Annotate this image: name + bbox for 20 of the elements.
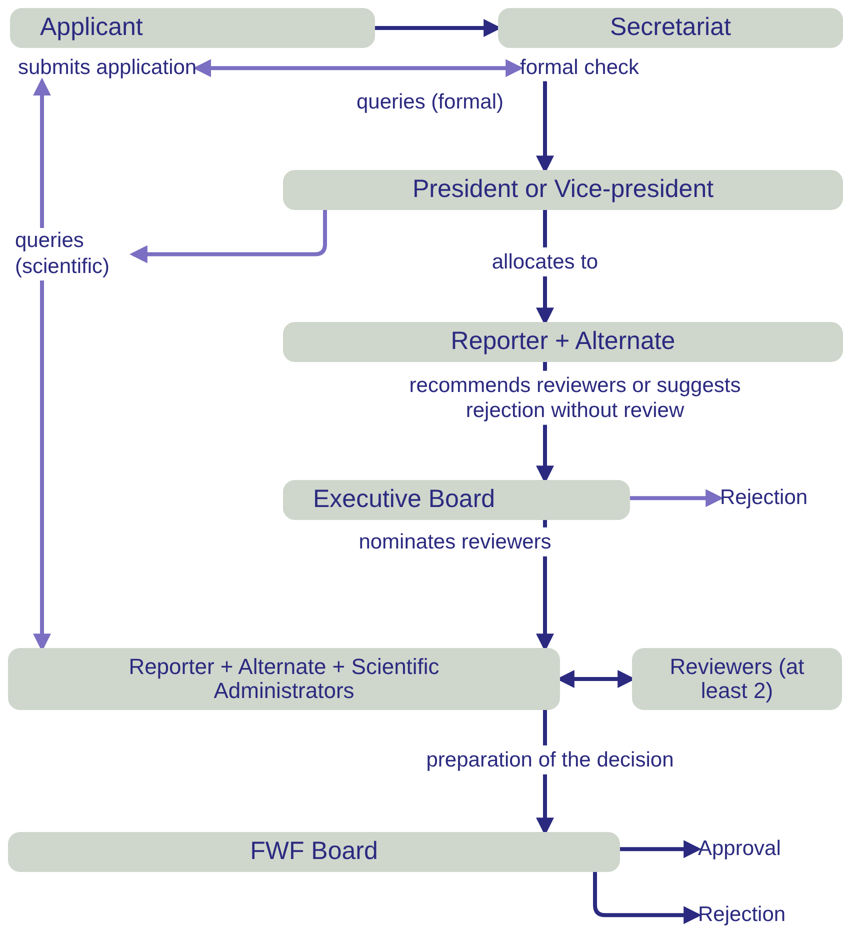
process-box: Executive Board: [283, 480, 630, 520]
step-text: Rejection: [720, 485, 808, 512]
step-text: Approval: [698, 836, 781, 862]
arrow: [630, 489, 724, 508]
process-box: Reporter + Alternate + Scientific Administrators: [8, 648, 560, 710]
step-text: submits application: [18, 55, 197, 82]
process-box: Secretariat: [498, 8, 843, 48]
arrow: [593, 872, 702, 924]
step-text: Rejection: [698, 902, 786, 928]
arrow: [193, 59, 524, 78]
process-box: FWF Board: [8, 832, 620, 872]
arrow: [620, 840, 702, 858]
arrow: [129, 210, 327, 264]
process-box: Reporter + Alternate: [283, 322, 843, 362]
process-box: Reviewers (at least 2): [632, 648, 842, 710]
arrow: [33, 78, 51, 228]
step-text: queries (scientific): [15, 228, 133, 280]
step-text: formal check: [520, 55, 640, 82]
process-box: President or Vice-president: [283, 170, 843, 210]
process-box: Applicant: [10, 8, 375, 48]
